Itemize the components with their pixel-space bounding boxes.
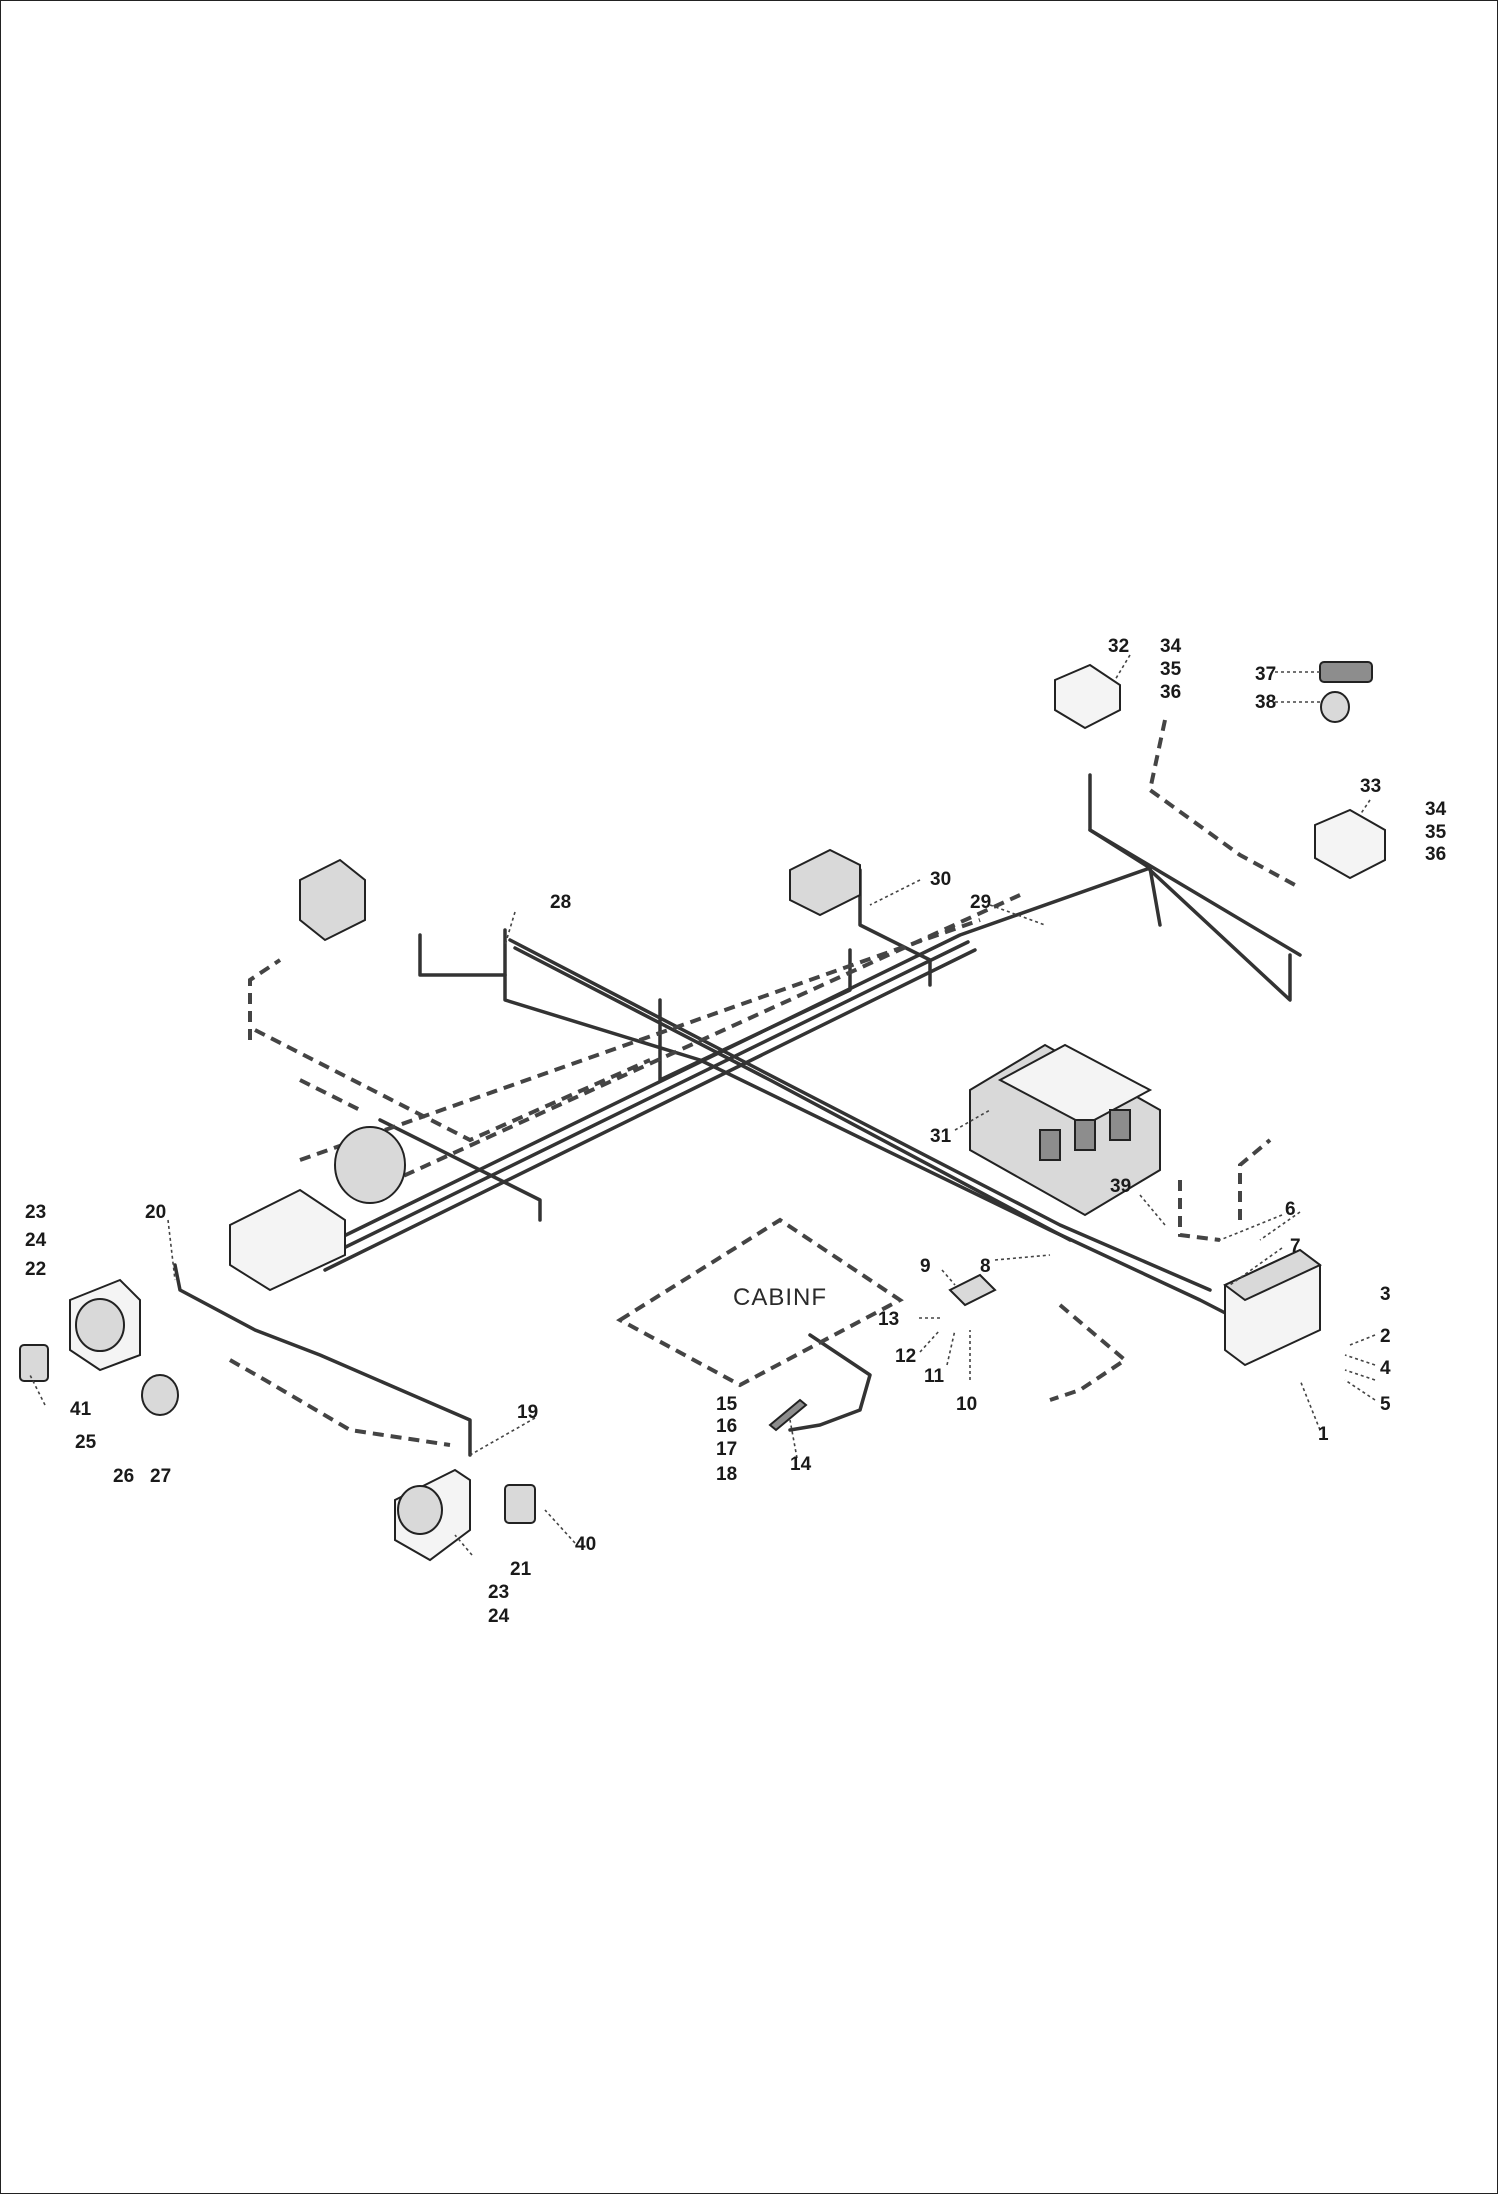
callout-12: 12 [895, 1346, 916, 1367]
control-unit-left [229, 1188, 346, 1292]
socket-38 [1320, 691, 1350, 723]
callout-35b: 35 [1425, 822, 1447, 843]
sensor-group-28 [299, 858, 366, 942]
callout-31: 31 [930, 1126, 952, 1147]
callout-28: 28 [550, 892, 571, 913]
callout-39: 39 [1110, 1176, 1131, 1197]
callout-24a: 24 [25, 1230, 47, 1251]
bulb-37 [1319, 661, 1373, 683]
callout-25: 25 [75, 1432, 97, 1453]
components [19, 661, 1386, 1562]
callout-10: 10 [956, 1394, 977, 1415]
callout-36b: 36 [1425, 844, 1446, 865]
horn-left [69, 1278, 141, 1372]
callout-3: 3 [1380, 1284, 1391, 1305]
battery [1223, 1248, 1322, 1367]
callout-21: 21 [510, 1559, 532, 1580]
cabinf-outline: CABINF [616, 1217, 904, 1388]
callout-38: 38 [1255, 692, 1276, 713]
callout-27: 27 [150, 1466, 171, 1487]
callout-4: 4 [1380, 1358, 1391, 1379]
callout-40: 40 [575, 1534, 596, 1555]
callout-37: 37 [1255, 664, 1276, 685]
relay-41 [19, 1344, 49, 1382]
callout-15: 15 [716, 1394, 738, 1415]
callout-41: 41 [70, 1399, 92, 1420]
callout-23b: 23 [488, 1582, 509, 1603]
callout-30: 30 [930, 869, 951, 890]
callout-29: 29 [970, 892, 991, 913]
lamp-32 [1054, 663, 1121, 730]
main-harness-wires [173, 773, 1302, 1457]
callout-14: 14 [790, 1454, 812, 1475]
callout-26: 26 [113, 1466, 134, 1487]
callout-20: 20 [145, 1202, 166, 1223]
callout-22: 22 [25, 1259, 46, 1280]
sensor-25 [141, 1374, 179, 1416]
callout-34b: 34 [1425, 799, 1447, 820]
callout-11: 11 [924, 1366, 945, 1387]
alternator [334, 1126, 406, 1204]
callout-2: 2 [1380, 1326, 1391, 1347]
relay-block [969, 1043, 1161, 1217]
callout-19: 19 [517, 1402, 538, 1423]
ground-strap-14 [768, 1398, 808, 1432]
dashed-harness-wires [229, 719, 1296, 1447]
callout-5: 5 [1380, 1394, 1391, 1415]
callout-13: 13 [878, 1309, 899, 1330]
lamp-33 [1314, 808, 1386, 880]
callout-17: 17 [716, 1439, 737, 1460]
callout-34a: 34 [1160, 636, 1182, 657]
callout-35a: 35 [1160, 659, 1182, 680]
callout-24b: 24 [488, 1606, 510, 1627]
callout-9: 9 [920, 1256, 931, 1277]
relay-40 [504, 1484, 536, 1524]
callout-16: 16 [716, 1416, 737, 1437]
callout-32: 32 [1108, 636, 1129, 657]
leader-lines [29, 654, 1376, 1556]
switch-30 [789, 848, 861, 917]
callout-18: 18 [716, 1464, 737, 1485]
cabinf-label: CABINF [733, 1284, 827, 1311]
callout-33: 33 [1360, 776, 1381, 797]
callout-8: 8 [980, 1256, 991, 1277]
callout-36a: 36 [1160, 682, 1181, 703]
callout-23a: 23 [25, 1202, 46, 1223]
bracket-9 [948, 1273, 997, 1307]
callout-numbers: 1 2 3 4 5 6 7 8 9 10 11 12 13 14 15 16 1… [25, 636, 1447, 1627]
callout-6: 6 [1285, 1199, 1296, 1220]
horn-right [394, 1468, 471, 1562]
callout-1: 1 [1318, 1424, 1329, 1445]
callout-7: 7 [1290, 1236, 1301, 1257]
